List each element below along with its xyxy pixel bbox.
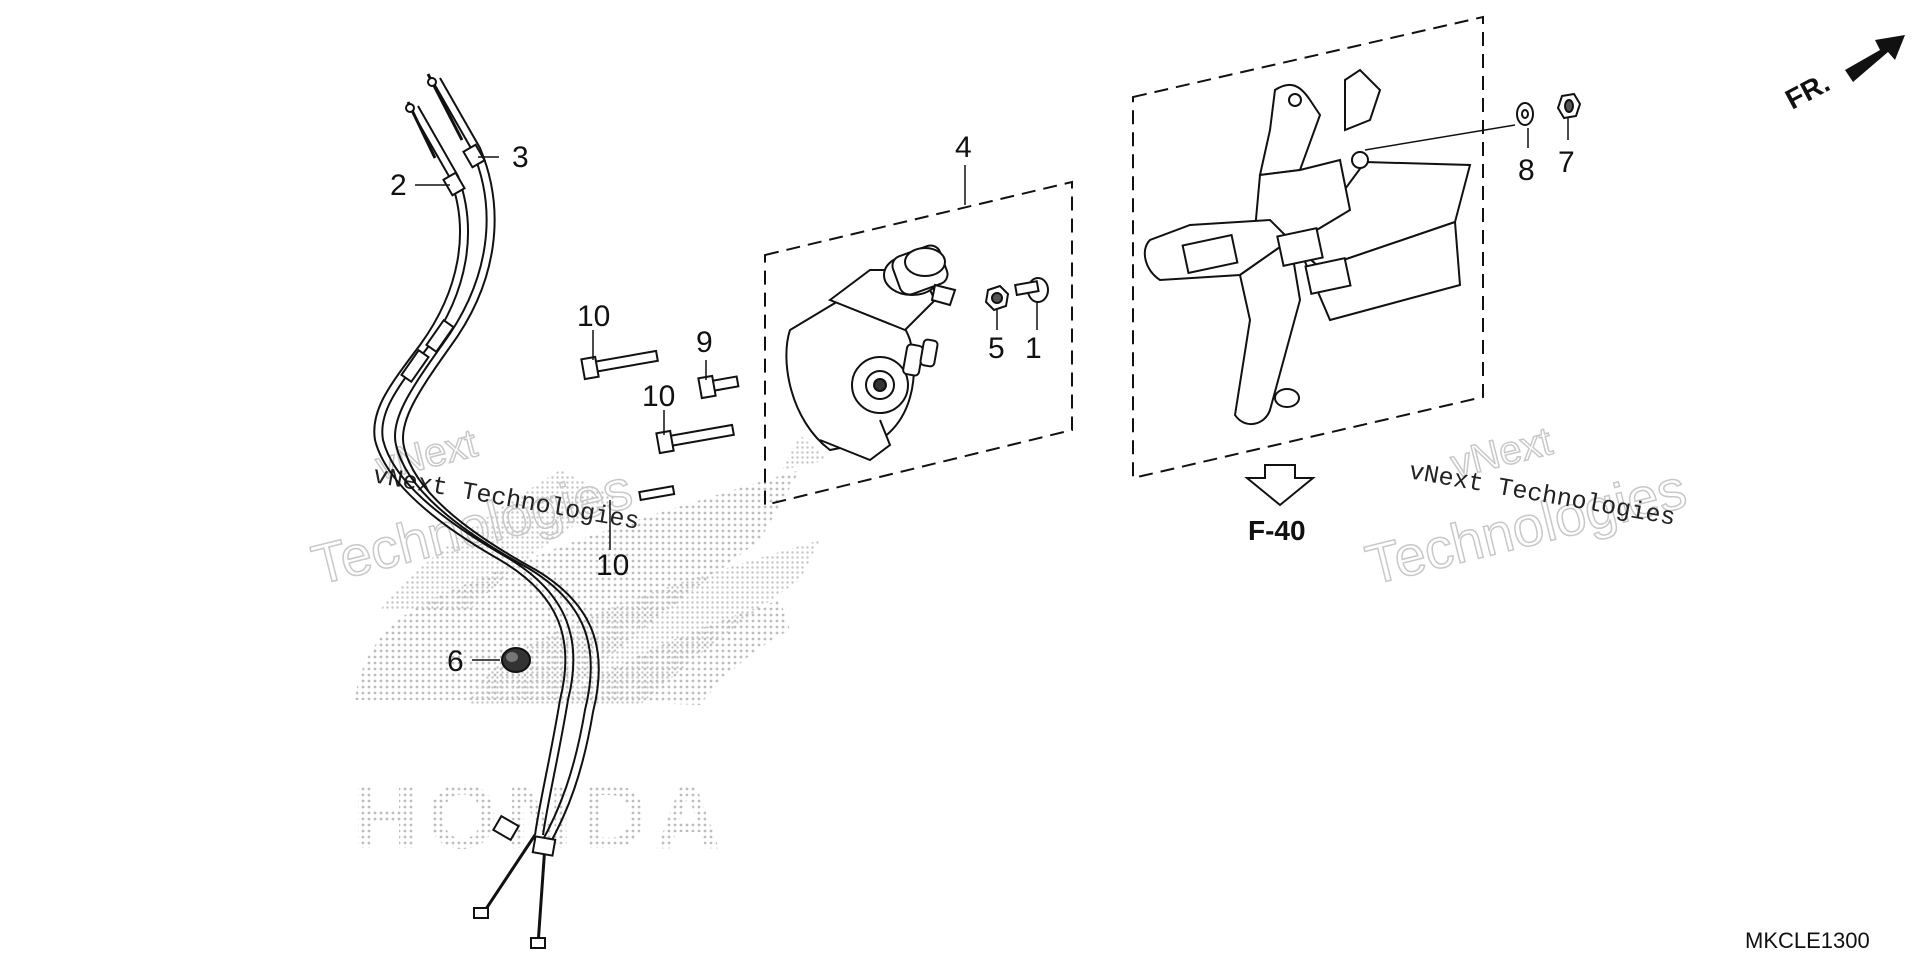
callout-8: 8 [1518,154,1535,187]
callout-10-lower: 10 [596,549,629,582]
honda-wing-logo: HONDA [352,470,820,868]
leader-lines [415,118,1569,661]
callout-10-upper: 10 [577,300,610,333]
bolt-10-lower [638,484,676,502]
bolt-part-1 [1013,277,1049,303]
nut-part-7 [1556,92,1582,120]
callout-labels: 1 2 3 4 5 6 7 8 9 10 10 10 [390,131,1575,678]
throttle-cables [373,73,600,949]
bracket-assembly [1132,15,1484,480]
callout-10-middle: 10 [642,380,675,413]
bolt-10-upper [580,349,659,381]
nut-part-5 [984,284,1010,312]
reference-label: F-40 [1248,515,1306,546]
callout-7: 7 [1558,146,1575,179]
washer-part-8 [1516,102,1534,126]
front-direction-indicator: FR. [1780,35,1905,115]
callout-4: 4 [955,131,972,164]
watermark-right: vNext Technologies vNext Technologies [1359,419,1693,598]
callout-5: 5 [988,332,1005,365]
callout-2: 2 [390,169,407,202]
bolt-10-middle [655,423,735,455]
callout-6: 6 [447,645,464,678]
grommet-part-6 [501,647,531,673]
reference-arrow: F-40 [1244,464,1316,546]
bolt-9 [697,374,740,400]
callout-9: 9 [696,326,713,359]
front-direction-label: FR. [1780,67,1834,116]
actuator-assembly-part-4 [764,180,1073,507]
front-arrow-icon [1845,35,1905,82]
callout-3: 3 [512,141,529,174]
callout-1: 1 [1025,332,1042,365]
diagram-code: MKCLE1300 [1745,928,1870,953]
